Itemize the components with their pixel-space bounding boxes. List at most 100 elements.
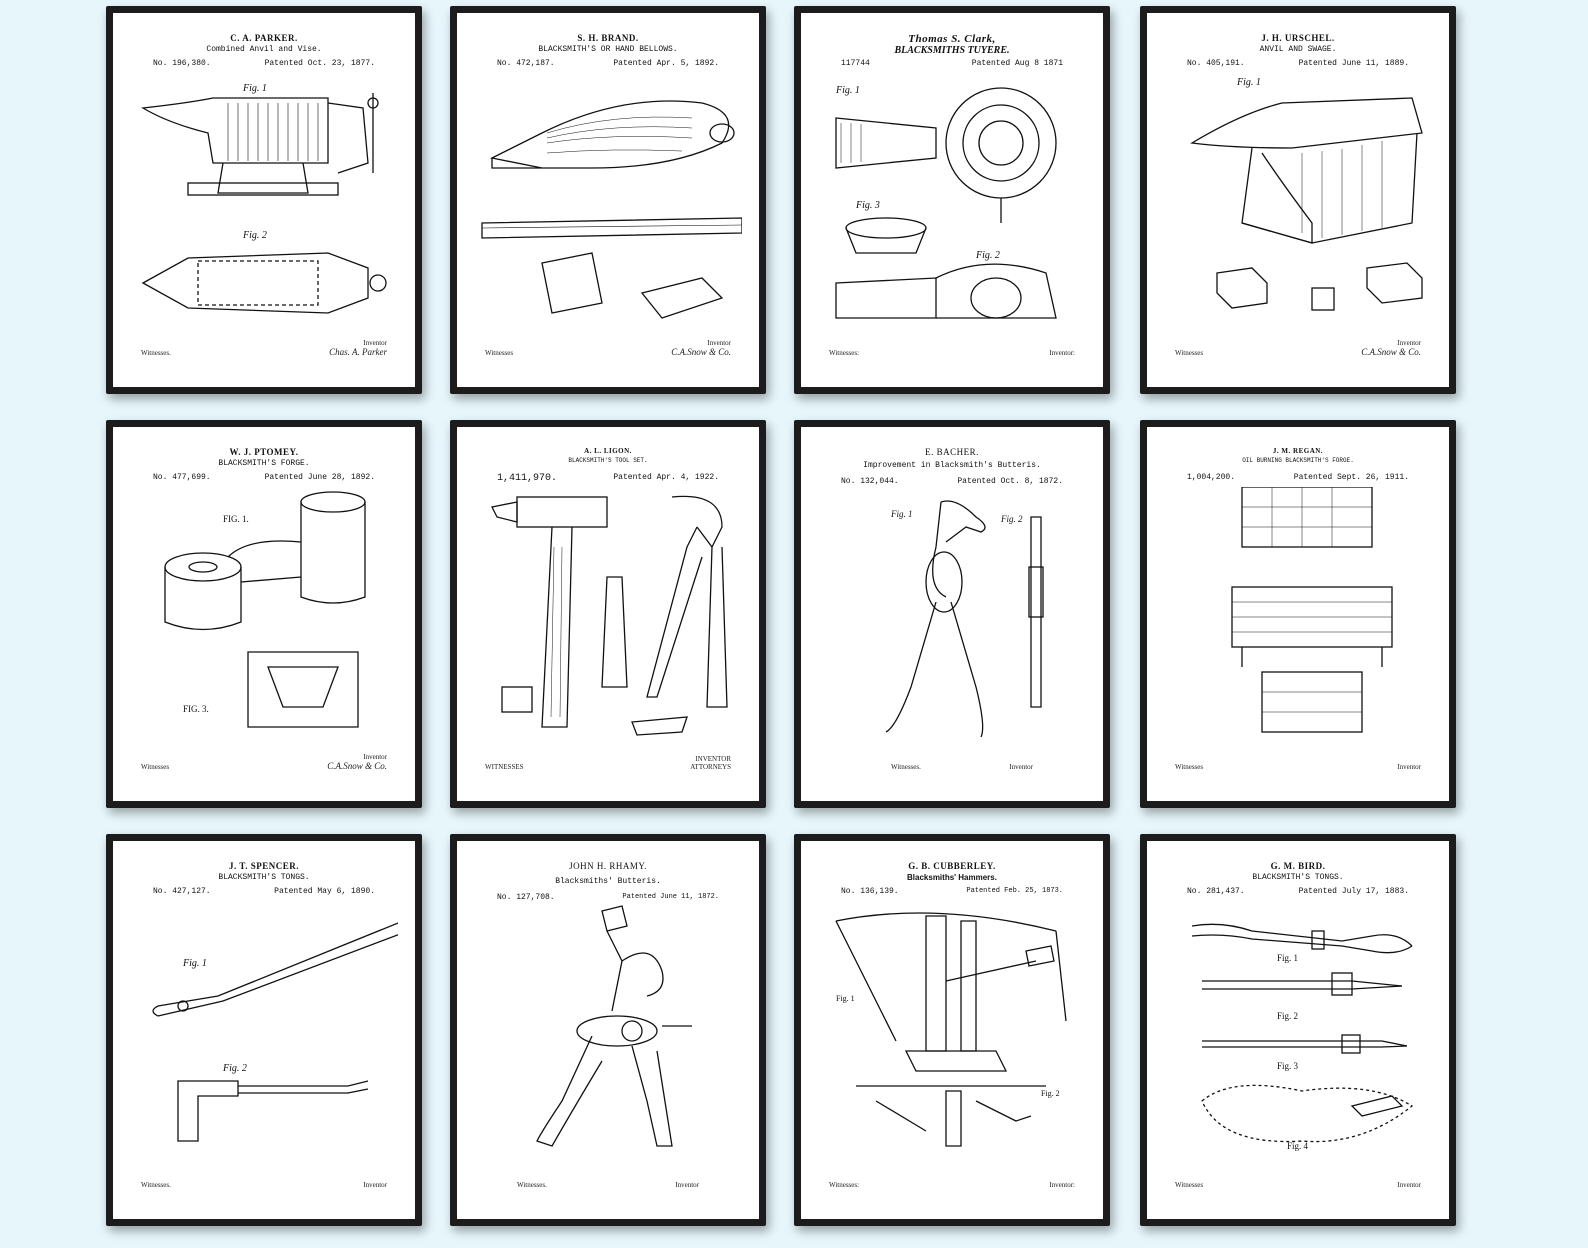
poster-date: Patented Apr. 4, 1922. xyxy=(613,473,719,482)
poster-frame-5: W. J. PTOMEY. BLACKSMITH'S FORGE. No. 47… xyxy=(106,420,422,808)
witness-signature: Witnesses xyxy=(1175,349,1204,357)
tongs-drawing: Fig. 1 Fig. 2 xyxy=(152,922,398,1142)
poster-inventor: J. T. SPENCER. xyxy=(229,861,299,871)
poster-paper-12: G. M. BIRD. BLACKSMITH'S TONGS. No. 281,… xyxy=(1147,841,1449,1219)
poster-date: Patented June 11, 1872. xyxy=(622,893,719,901)
poster-number: 117744 xyxy=(841,59,870,68)
poster-date: Patented July 17, 1883. xyxy=(1298,887,1409,896)
poster-title: BLACKSMITH'S OR HAND BELLOWS. xyxy=(538,45,678,54)
poster-title: BLACKSMITH'S FORGE. xyxy=(218,459,310,468)
fig-label: Fig. 4 xyxy=(1287,1141,1309,1151)
witness-signature: Witnesses. xyxy=(141,1181,171,1189)
poster-paper-6: A. L. LIGON. BLACKSMITH'S TOOL SET. 1,41… xyxy=(457,427,759,801)
poster-inventor: G. M. BIRD. xyxy=(1270,861,1326,871)
inventor-signature: Inventor: xyxy=(1049,349,1075,357)
fig-label: Fig. 1 xyxy=(890,509,913,519)
fig-label: Fig. 1 xyxy=(1236,77,1261,88)
witness-signature: Witnesses. xyxy=(891,763,921,771)
fig-label: FIG. 3. xyxy=(183,704,209,714)
poster-inventor: J. H. URSCHEL. xyxy=(1261,33,1335,43)
poster-paper-1: C. A. PARKER. Combined Anvil and Vise. N… xyxy=(113,13,415,387)
witness-signature: WITNESSES xyxy=(485,763,524,771)
witness-signature: Witnesses: xyxy=(829,349,860,357)
fig-label: Fig. 2 xyxy=(1041,1089,1060,1098)
poster-title: BLACKSMITH'S TONGS. xyxy=(218,873,310,882)
poster-paper-11: G. B. CUBBERLEY. Blacksmiths' Hammers. N… xyxy=(801,841,1103,1219)
poster-inventor: G. B. CUBBERLEY. xyxy=(908,861,996,871)
poster-inventor: W. J. PTOMEY. xyxy=(229,447,299,457)
poster-date: Patented Aug 8 1871 xyxy=(971,59,1063,68)
witness-signature: Witnesses xyxy=(1175,763,1204,771)
poster-date: Patented Oct. 8, 1872. xyxy=(957,477,1063,486)
fig-label: Fig. 2 xyxy=(975,250,1000,261)
witness-signature: Witnesses. xyxy=(141,349,171,357)
poster-number: No. 196,380. xyxy=(153,59,211,68)
witness-signature: Witnesses. xyxy=(517,1181,547,1189)
poster-frame-4: J. H. URSCHEL. ANVIL AND SWAGE. No. 405,… xyxy=(1140,6,1456,394)
poster-frame-12: G. M. BIRD. BLACKSMITH'S TONGS. No. 281,… xyxy=(1140,834,1456,1226)
rhamy-butteris-drawing xyxy=(536,905,692,1147)
fig-label: Fig. 1 xyxy=(182,958,207,969)
inventor-signature: Inventor: xyxy=(1049,1181,1075,1189)
witness-signature: Witnesses xyxy=(141,763,170,771)
poster-date: Patented Feb. 25, 1873. xyxy=(966,887,1063,895)
tool-set-drawing xyxy=(491,495,728,736)
poster-frame-3: Thomas S. Clark, BLACKSMITHS TUYERE. 117… xyxy=(794,6,1110,394)
fig-label: FIG. 1. xyxy=(223,514,249,524)
poster-inventor: C. A. PARKER. xyxy=(230,33,298,43)
poster-inventor: S. H. BRAND. xyxy=(577,33,639,43)
fig-label: Fig. 1 xyxy=(242,83,267,94)
poster-inventor: E. BACHER. xyxy=(925,447,979,457)
poster-paper-2: S. H. BRAND. BLACKSMITH'S OR HAND BELLOW… xyxy=(457,13,759,387)
poster-frame-9: J. T. SPENCER. BLACKSMITH'S TONGS. No. 4… xyxy=(106,834,422,1226)
poster-title: BLACKSMITH'S TOOL SET. xyxy=(568,457,648,464)
anvil-swage-drawing: Fig. 1 xyxy=(1190,77,1423,311)
fig-label: Fig. 1 xyxy=(835,85,860,96)
poster-frame-7: E. BACHER. Improvement in Blacksmith's B… xyxy=(794,420,1110,808)
poster-title: OIL BURNING BLACKSMITH'S FORGE. xyxy=(1242,457,1354,464)
bird-tongs-drawing: Fig. 1 Fig. 2 Fig. 3 Fig. 4 xyxy=(1191,923,1414,1151)
poster-title: BLACKSMITHS TUYERE. xyxy=(894,45,1010,56)
witness-signature: Witnesses xyxy=(485,349,514,357)
poster-date: Patented May 6, 1890. xyxy=(274,887,375,896)
poster-inventor: J. M. REGAN. xyxy=(1272,447,1324,455)
inventor-signature: Inventor xyxy=(363,1181,387,1189)
hammers-drawing: Fig. 1 Fig. 2 xyxy=(835,912,1067,1147)
poster-date: Patented June 11, 1889. xyxy=(1298,59,1409,68)
poster-frame-11: G. B. CUBBERLEY. Blacksmiths' Hammers. N… xyxy=(794,834,1110,1226)
poster-number: No. 427,127. xyxy=(153,887,211,896)
poster-paper-8: J. M. REGAN. OIL BURNING BLACKSMITH'S FO… xyxy=(1147,427,1449,801)
poster-inventor: Thomas S. Clark, xyxy=(908,33,996,45)
poster-date: Patented Sept. 26, 1911. xyxy=(1293,473,1409,482)
inventor-signature: Inventor xyxy=(1397,1181,1421,1189)
poster-title: Blacksmiths' Hammers. xyxy=(907,873,997,882)
forge-drawing: FIG. 1. FIG. 3. xyxy=(164,491,366,728)
poster-frame-6: A. L. LIGON. BLACKSMITH'S TOOL SET. 1,41… xyxy=(450,420,766,808)
poster-number: No. 127,708. xyxy=(497,893,555,902)
poster-title: BLACKSMITH'S TONGS. xyxy=(1252,873,1344,882)
poster-number: No. 477,699. xyxy=(153,473,211,482)
poster-number: No. 281,437. xyxy=(1187,887,1245,896)
poster-frame-2: S. H. BRAND. BLACKSMITH'S OR HAND BELLOW… xyxy=(450,6,766,394)
poster-inventor: JOHN H. RHAMY. xyxy=(569,861,647,871)
poster-paper-7: E. BACHER. Improvement in Blacksmith's B… xyxy=(801,427,1103,801)
poster-title: Blacksmiths' Butteris. xyxy=(555,877,661,886)
butteris-drawing: Fig. 1 Fig. 2 xyxy=(885,500,1044,737)
poster-date: Patented Apr. 5, 1892. xyxy=(613,59,719,68)
poster-paper-3: Thomas S. Clark, BLACKSMITHS TUYERE. 117… xyxy=(801,13,1103,387)
poster-number: No. 132,044. xyxy=(841,477,899,486)
fig-label: Fig. 2 xyxy=(242,230,267,241)
poster-title: ANVIL AND SWAGE. xyxy=(1259,45,1337,54)
fig-label: Fig. 3 xyxy=(855,200,880,211)
poster-number: 1,004,200. xyxy=(1187,473,1236,482)
inventor-signature: Inventor xyxy=(675,1181,699,1189)
poster-number: No. 472,187. xyxy=(497,59,555,68)
fig-label: Fig. 1 xyxy=(836,994,855,1003)
poster-inventor: A. L. LIGON. xyxy=(584,447,632,455)
poster-date: Patented June 28, 1892. xyxy=(264,473,375,482)
witness-signature: Witnesses xyxy=(1175,1181,1204,1189)
